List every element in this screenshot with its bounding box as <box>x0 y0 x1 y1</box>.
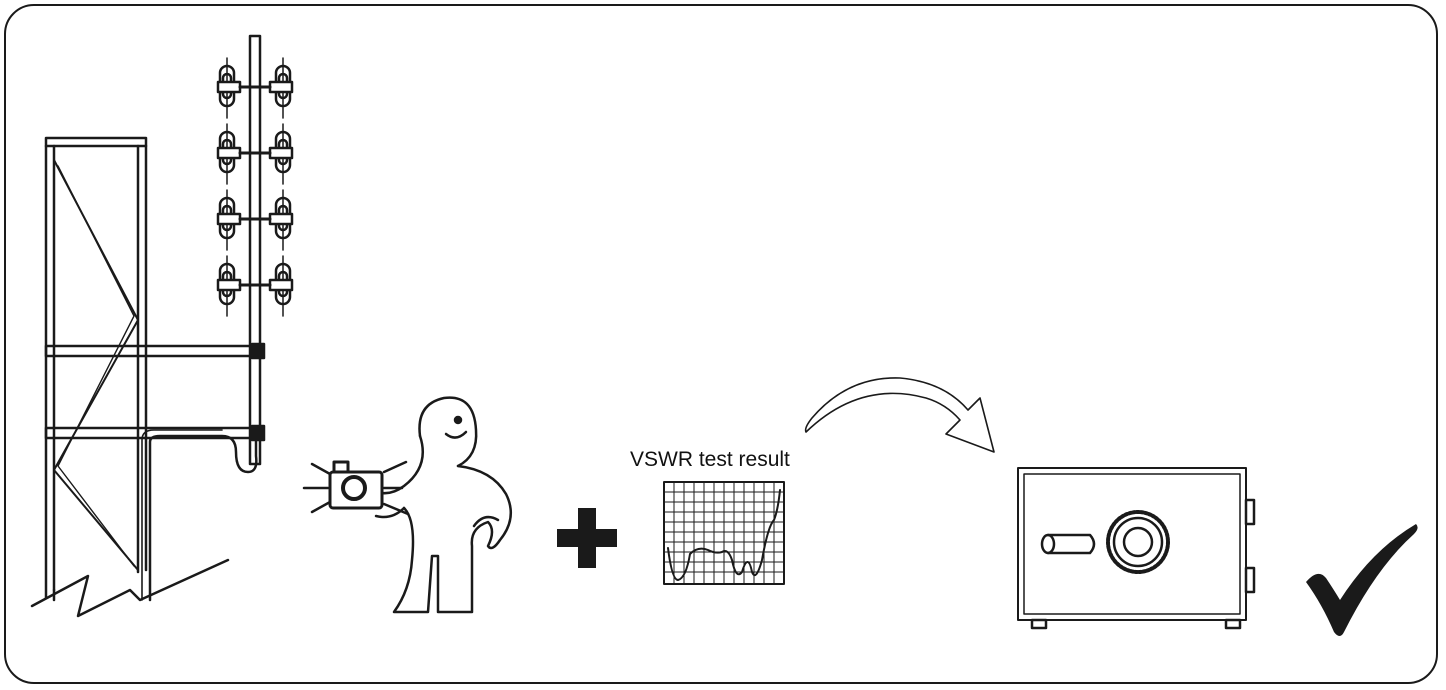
safe-icon <box>1017 467 1256 630</box>
checkmark-icon <box>1306 524 1418 636</box>
antenna-array-icon <box>216 34 294 466</box>
curved-arrow-icon <box>804 377 995 453</box>
diagram-frame <box>4 4 1438 684</box>
vswr-chart-icon <box>663 481 785 585</box>
camera-icon <box>302 460 410 516</box>
person-photographer-icon <box>370 396 513 614</box>
tower-mast-icon <box>30 136 266 618</box>
vswr-caption: VSWR test result <box>630 448 790 471</box>
plus-icon <box>557 508 617 568</box>
